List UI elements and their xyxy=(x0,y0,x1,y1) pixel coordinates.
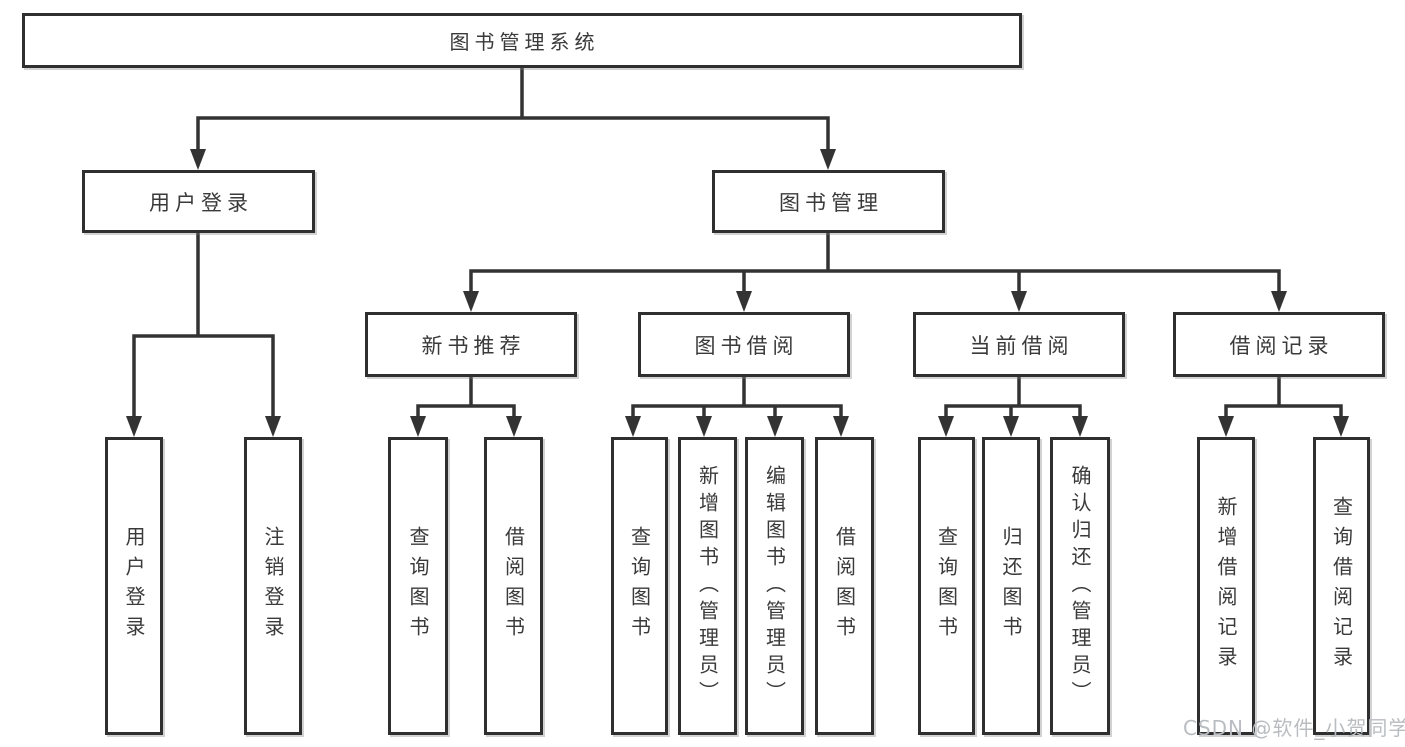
leaf-borrow-books-recommend: 借阅图书 xyxy=(484,437,543,735)
node-book-management: 图书管理 xyxy=(712,170,945,233)
node-book-borrowing: 图书借阅 xyxy=(638,312,850,377)
leaf-edit-books-admin: 编辑图书（管理员） xyxy=(745,437,804,735)
leaf-add-books-admin: 新增图书（管理员） xyxy=(678,437,737,735)
leaf-query-borrow-record: 查询借阅记录 xyxy=(1313,437,1370,735)
leaf-return-books: 归还图书 xyxy=(982,437,1040,735)
leaf-user-login: 用户登录 xyxy=(105,437,163,735)
node-user-login: 用户登录 xyxy=(82,170,315,233)
leaf-query-books-current: 查询图书 xyxy=(918,437,975,735)
node-new-book-recommend: 新书推荐 xyxy=(365,312,577,377)
arrowheads xyxy=(126,149,1349,437)
leaf-confirm-return-admin: 确认归还（管理员） xyxy=(1050,437,1110,735)
node-current-borrowing: 当前借阅 xyxy=(913,312,1125,377)
leaf-query-books-borrowing: 查询图书 xyxy=(611,437,668,735)
leaf-query-books-recommend: 查询图书 xyxy=(388,437,448,735)
node-root-system: 图书管理系统 xyxy=(22,13,1022,68)
node-borrowing-records: 借阅记录 xyxy=(1173,312,1385,377)
csdn-watermark: CSDN @软件_小贺同学 xyxy=(1183,716,1405,740)
leaf-logout: 注销登录 xyxy=(244,437,302,735)
leaf-borrow-books-borrowing: 借阅图书 xyxy=(815,437,874,735)
leaf-add-borrow-record: 新增借阅记录 xyxy=(1197,437,1255,735)
